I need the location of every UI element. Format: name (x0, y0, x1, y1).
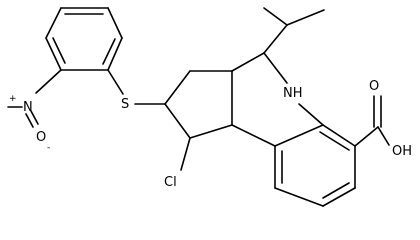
amine-label: NH (283, 86, 303, 101)
bond (322, 187, 356, 207)
oxygen-charge: - (47, 143, 50, 153)
chloro-group: Cl (164, 137, 191, 190)
bond (274, 124, 324, 147)
bond (107, 37, 123, 71)
bond (231, 52, 265, 72)
bond (263, 24, 288, 54)
bond (319, 131, 350, 151)
carboxylic-acid: O OH (354, 79, 412, 159)
benzene-ring (274, 124, 356, 207)
bond (35, 69, 62, 94)
bond (45, 37, 62, 71)
carbonyl-oxygen-label: O (369, 79, 379, 94)
bond (45, 7, 62, 39)
bond (107, 7, 123, 39)
thioether-link: S (107, 69, 166, 112)
nitrogen-charge: + (9, 94, 17, 104)
bond (189, 124, 233, 139)
bond (107, 69, 124, 95)
bond (52, 37, 66, 64)
bond (322, 182, 350, 199)
piperidine-ring: NH (231, 52, 324, 147)
bond (274, 187, 324, 207)
bond (231, 124, 276, 147)
sulfur-label: S (121, 97, 129, 112)
cyclopentane-ring (164, 70, 233, 139)
bond (322, 124, 356, 147)
nitro-oxygen-label: O (36, 130, 46, 145)
nitro-nitrogen-label: N (23, 100, 33, 115)
chlorine-label: Cl (164, 175, 177, 190)
bond (298, 103, 324, 126)
hydroxyl-label: OH (392, 144, 412, 159)
bond (164, 70, 191, 105)
bond (354, 126, 379, 147)
bond (25, 113, 34, 128)
bond (30, 110, 39, 125)
bond (164, 103, 191, 139)
bond (263, 7, 288, 26)
isopropyl-group (263, 7, 325, 54)
bond (263, 52, 288, 84)
bond (377, 126, 390, 146)
bond (102, 38, 116, 65)
nitrophenyl-ring (45, 7, 123, 71)
structure-diagram: N + O - S Cl NH (7, 7, 412, 207)
nitro-group: N + O - (7, 69, 62, 153)
bond (286, 9, 325, 26)
bond (180, 137, 191, 171)
